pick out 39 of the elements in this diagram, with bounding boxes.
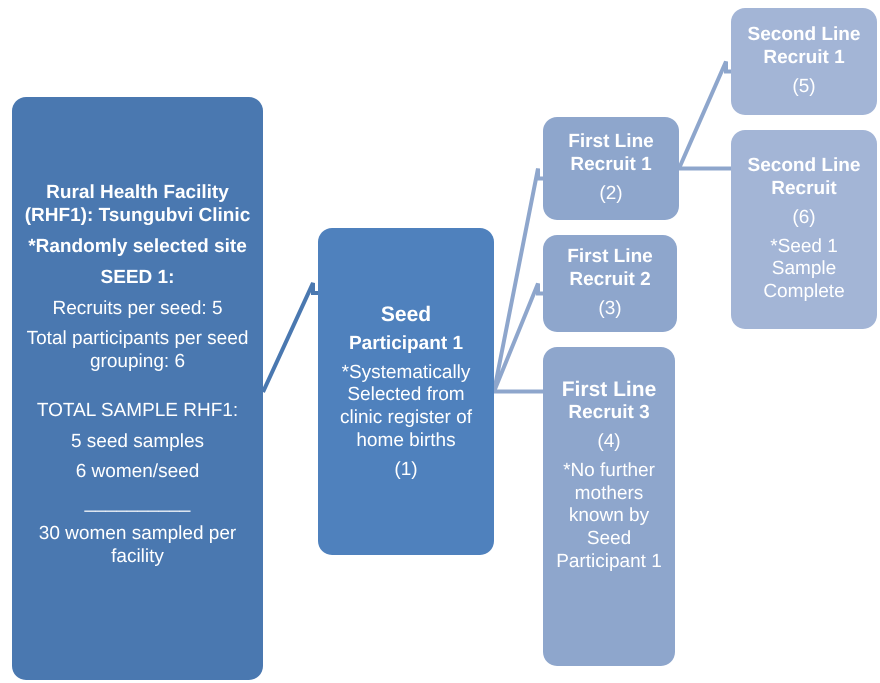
recruit-box [12,97,263,680]
box-heading: First Line Recruit 1 [567,131,655,177]
connector-line [677,60,731,170]
box-text: (1) [394,458,418,482]
box-heading: Seed [380,302,432,327]
box-text: *Seed 1 Sample Complete [762,236,846,304]
box-text: (5) [792,76,816,99]
box-text: Total participants per seed grouping: 6 [26,328,250,374]
box-heading: SEED 1: [100,266,174,290]
box-text: TOTAL SAMPLE RHF1: [36,400,238,423]
box-heading: *Randomly selected site [28,236,247,259]
box-text: (2) [599,182,623,206]
box-text: (6) [792,206,816,230]
connector-line [261,281,318,393]
box-text: 30 women sampled per facility [38,523,238,569]
box-heading: Participant 1 [348,332,464,356]
box-heading: Second Line Recruit [746,155,862,201]
connector-line [492,282,543,392]
recruit-box [543,347,675,666]
box-heading: Second Line Recruit 1 [746,24,862,70]
box-heading: Rural Health Facility (RHF1): Tsungubvi Clinic [24,182,252,228]
box-text: 6 women/seed [76,461,200,484]
recruit-box [318,228,494,555]
box-text: __________ [84,492,190,516]
recruit-box [543,117,679,220]
connector-line [679,166,731,170]
box-text: *No further mothers known by Seed Participant 1 [555,460,663,574]
recruit-box [543,235,677,332]
box-text: *Systematically Selected from clinic register of home births [339,362,473,453]
box-text: Recruits per seed: 5 [52,298,223,320]
box-heading: Recruit 3 [568,402,650,425]
box-heading: First Line [562,377,656,402]
recruit-box [731,8,877,115]
box-text: (4) [597,430,621,454]
box-text: (3) [598,298,622,321]
connector-line [494,390,543,394]
box-heading: First Line Recruit 2 [566,246,654,292]
box-text: 5 seed samples [70,430,204,454]
recruit-box [731,130,877,329]
